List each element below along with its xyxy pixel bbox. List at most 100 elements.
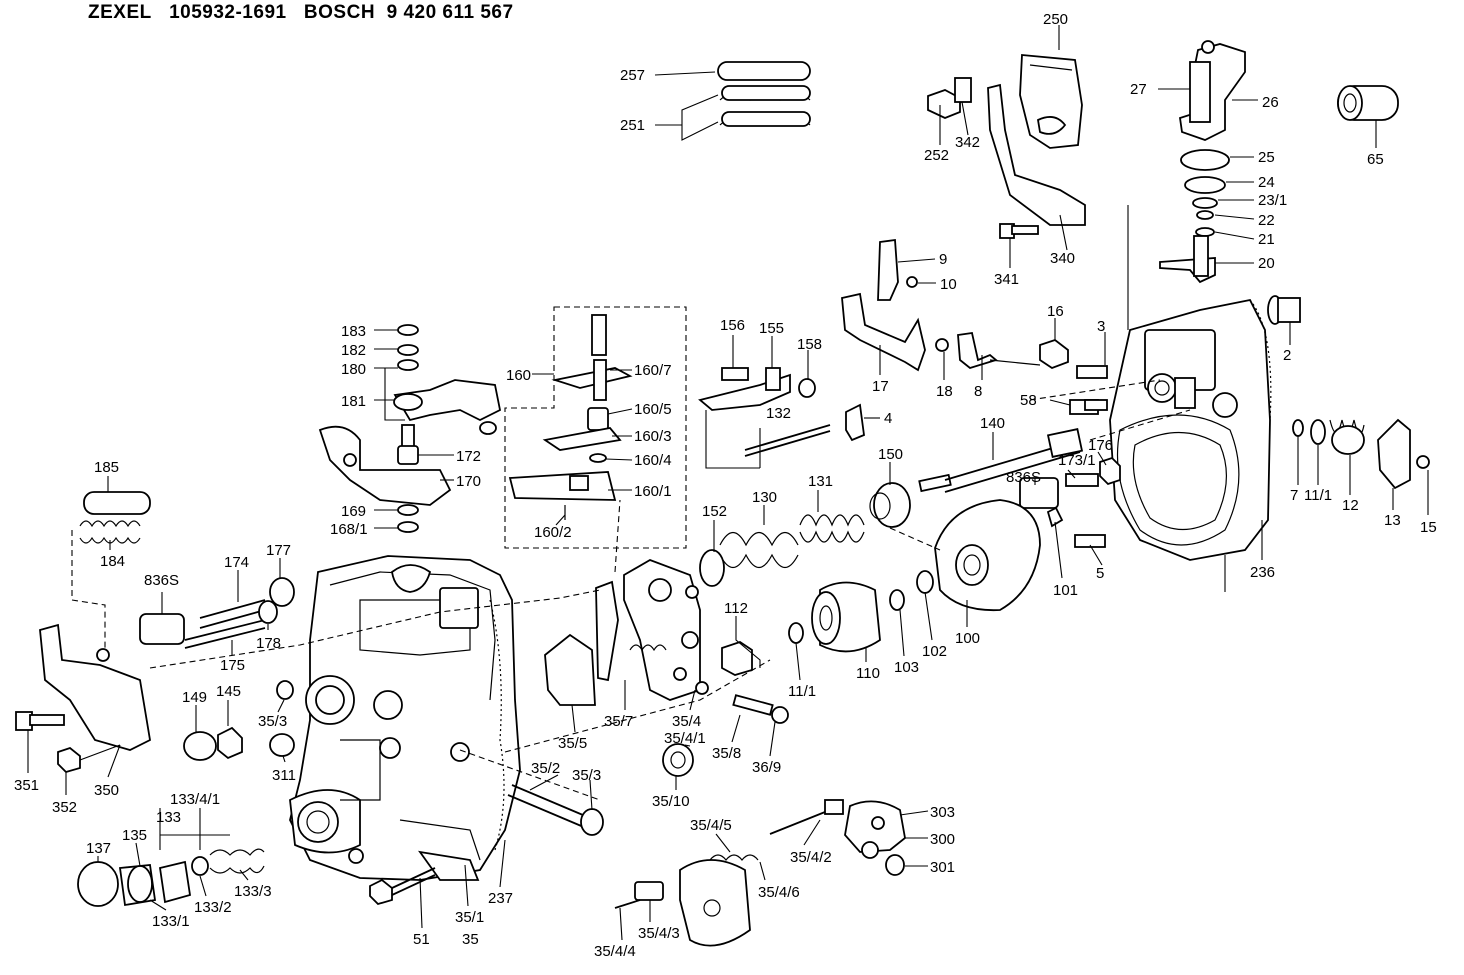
parts-35-2-3 [507,784,604,836]
lever-assembly-26 [1179,40,1246,141]
callout-300: 300 [930,831,955,848]
callout-176: 176 [1088,437,1113,454]
screw-5 [1074,534,1106,548]
pump-housing [289,555,521,881]
callout-24: 24 [1258,174,1275,191]
pin-8 [935,331,1041,370]
callout-145: 145 [216,683,241,700]
callout-150: 150 [878,446,903,463]
callout-350: 350 [94,782,119,799]
callout-169: 169 [341,503,366,520]
parts-133-137 [77,848,265,907]
callout-112: 112 [724,600,748,617]
callout-303: 303 [930,804,955,821]
callout-133-4-1: 133/4/1 [170,791,220,808]
callout-35-4-2: 35/4/2 [790,849,832,866]
callout-351: 351 [14,777,39,794]
callout-301: 301 [930,859,955,876]
spring-251 [717,61,811,127]
callout-35-3-right: 35/3 [572,767,601,784]
callout-342: 342 [955,134,980,151]
header-brand-bosch: BOSCH [303,2,376,23]
callout-3: 3 [1097,318,1105,335]
callout-341: 341 [994,271,1019,288]
bolt-51 [369,867,436,906]
callout-152: 152 [702,503,727,520]
callout-184: 184 [100,553,125,570]
callout-35-4: 35/4 [672,713,701,730]
callout-172: 172 [456,448,481,465]
callout-133-2: 133/2 [194,899,232,916]
callout-35-4-3: 35/4/3 [638,925,680,942]
callout-36-9: 36/9 [752,759,781,776]
callout-132: 132 [766,405,791,422]
governor-lever-35 [544,559,709,706]
part-4 [845,403,865,442]
callout-237: 237 [488,890,513,907]
callout-5: 5 [1096,565,1104,582]
callout-11-1-right: 11/1 [1304,487,1332,504]
bolt-3 [1039,338,1108,415]
callout-35-10: 35/10 [652,793,690,810]
callout-137: 137 [86,840,111,857]
callout-35-7: 35/7 [604,713,633,730]
callout-160-3: 160/3 [634,428,672,445]
piston-110 [811,581,881,653]
callout-178: 178 [256,635,281,652]
callout-25: 25 [1258,149,1275,166]
callout-174: 174 [224,554,249,571]
callout-65: 65 [1367,151,1384,168]
callout-135: 135 [122,827,147,844]
parts-35-4-2-6 [614,799,906,947]
callout-100: 100 [955,630,980,647]
part-836s-b [1019,477,1059,509]
callout-156: 156 [720,317,745,334]
callout-58: 58 [1020,392,1037,409]
callout-160-1: 160/1 [634,483,672,500]
callout-35-3-left: 35/3 [258,713,287,730]
callout-51: 51 [413,931,430,948]
callout-22: 22 [1258,212,1275,229]
callout-35: 35 [462,931,479,948]
callout-836s-left: 836S [144,572,179,589]
callout-18: 18 [936,383,953,400]
shaft-140 [918,428,1084,493]
callout-35-8: 35/8 [712,745,741,762]
callout-23-1: 23/1 [1258,192,1287,209]
leader-lines [27,25,1429,941]
callout-101: 101 [1053,582,1078,599]
callout-labels: 250 257 251 252 342 341 340 27 26 25 24 … [14,11,1437,960]
callout-252: 252 [924,147,949,164]
callout-4: 4 [884,410,892,427]
parts-35-8-10 [662,694,789,777]
callout-168-1: 168/1 [330,521,368,538]
callout-181: 181 [341,393,366,410]
header-zexel-part-number: 105932-1691 [169,2,287,23]
diagram-header: ZEXEL 105932-1691 BOSCH 9 420 611 567 [88,2,514,24]
plug-2 [1267,295,1301,325]
callout-16: 16 [1047,303,1064,320]
callout-7: 7 [1290,487,1298,504]
callout-35-4-4: 35/4/4 [594,943,636,960]
callout-26: 26 [1262,94,1279,111]
spring-pack-20-25 [1159,149,1230,284]
parts-111-112 [721,622,804,676]
callout-183: 183 [341,323,366,340]
parts-174-185 [79,491,295,649]
callout-836s-right: 836S [1006,469,1041,486]
callout-103: 103 [894,659,919,676]
nut-252 [927,77,972,119]
callout-160: 160 [506,367,531,384]
callout-160-4: 160/4 [634,452,672,469]
callout-35-5: 35/5 [558,735,587,752]
assembly-160-box [504,306,687,549]
callout-21: 21 [1258,231,1275,248]
callout-15: 15 [1420,519,1437,536]
assembly-lines [71,379,1191,801]
callout-11-1-left: 11/1 [788,683,816,700]
callout-257: 257 [620,67,645,84]
callout-2: 2 [1283,347,1291,364]
callout-17: 17 [872,378,889,395]
callout-155: 155 [759,320,784,337]
part-101 [1046,506,1064,528]
